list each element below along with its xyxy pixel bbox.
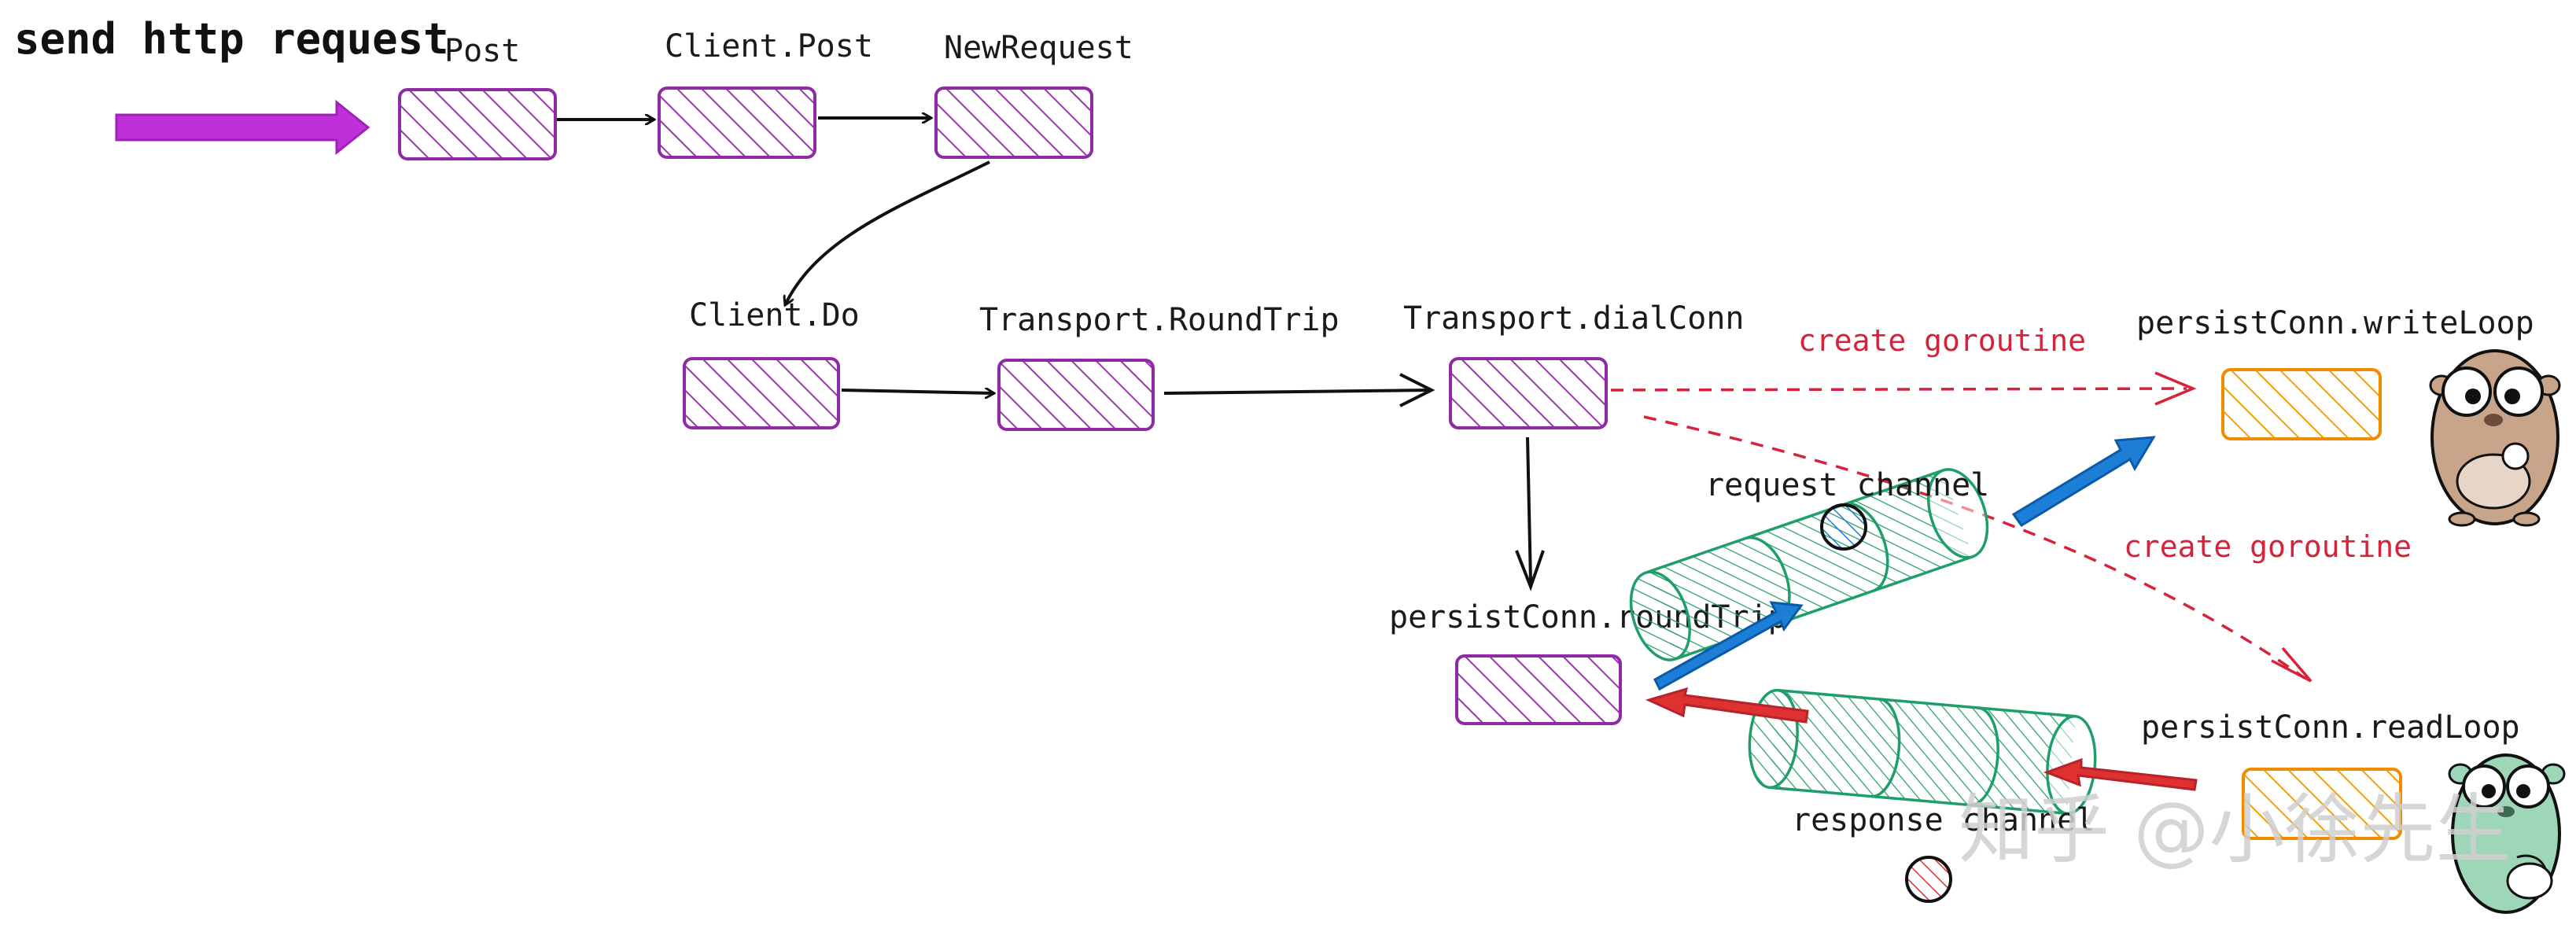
- node-transport-dialconn: Transport.dialConn: [1403, 300, 1744, 429]
- node-transport-dialconn-label: Transport.dialConn: [1403, 300, 1744, 337]
- node-transport-roundtrip: Transport.RoundTrip: [979, 302, 1340, 431]
- node-persist-readloop: persistConn.readLoop: [2141, 709, 2520, 840]
- node-transport-roundtrip-label: Transport.RoundTrip: [979, 302, 1340, 338]
- edge-dialconn-to-persist-roundtrip-head: [1515, 550, 1545, 591]
- watermark-text: 知乎 @小徐先生: [1959, 786, 2512, 874]
- request-token-icon: [1820, 503, 1867, 551]
- red-arrow-readloop-to-response: [2043, 757, 2198, 791]
- entry-arrow: [115, 99, 370, 156]
- node-new-request-label: NewRequest: [944, 30, 1133, 66]
- blue-arrow-request-to-writeloop: [2011, 436, 2156, 528]
- node-client-post: Client.Post: [658, 28, 873, 159]
- edge-label-create-goroutine-1: create goroutine: [1798, 323, 2086, 358]
- node-post-label: Post: [444, 33, 520, 69]
- gopher-readloop-icon: [2448, 753, 2566, 914]
- blue-arrow-roundtrip-to-request: [1653, 601, 1804, 691]
- response-token-icon: [1905, 856, 1952, 903]
- node-client-do: Client.Do: [683, 297, 860, 429]
- edge-create-goroutine-readloop: [1643, 415, 2306, 680]
- node-persist-readloop-label: persistConn.readLoop: [2141, 709, 2520, 746]
- node-post: Post: [398, 33, 557, 160]
- red-arrow-response-to-roundtrip: [1645, 687, 1809, 724]
- request-channel-label: request channel: [1705, 467, 1989, 503]
- gopher-writeloop-icon: [2429, 349, 2561, 527]
- node-persist-writeloop-label: persistConn.writeLoop: [2136, 305, 2534, 341]
- node-client-do-label: Client.Do: [689, 297, 860, 333]
- edge-create-goroutine-writeloop: [1610, 387, 2187, 392]
- diagram-title: send http request: [14, 14, 449, 64]
- edge-new-request-to-client-do: [785, 160, 990, 305]
- response-channel: [1748, 688, 2097, 816]
- edge-roundtrip-to-dialconn-line: [1163, 389, 1431, 395]
- edge-create-goroutine-readloop-head: [2271, 647, 2313, 683]
- edge-create-goroutine-writeloop-head: [2154, 371, 2197, 406]
- edge-client-do-to-roundtrip: [841, 390, 994, 393]
- node-new-request: NewRequest: [934, 30, 1133, 159]
- edge-label-create-goroutine-2: create goroutine: [2124, 529, 2412, 564]
- node-client-post-label: Client.Post: [665, 28, 873, 64]
- edge-roundtrip-to-dialconn-head: [1399, 373, 1435, 407]
- node-persist-writeloop: persistConn.writeLoop: [2136, 305, 2534, 440]
- response-channel-label: response channel: [1792, 802, 2095, 838]
- edge-dialconn-to-persist-roundtrip-line: [1526, 437, 1532, 583]
